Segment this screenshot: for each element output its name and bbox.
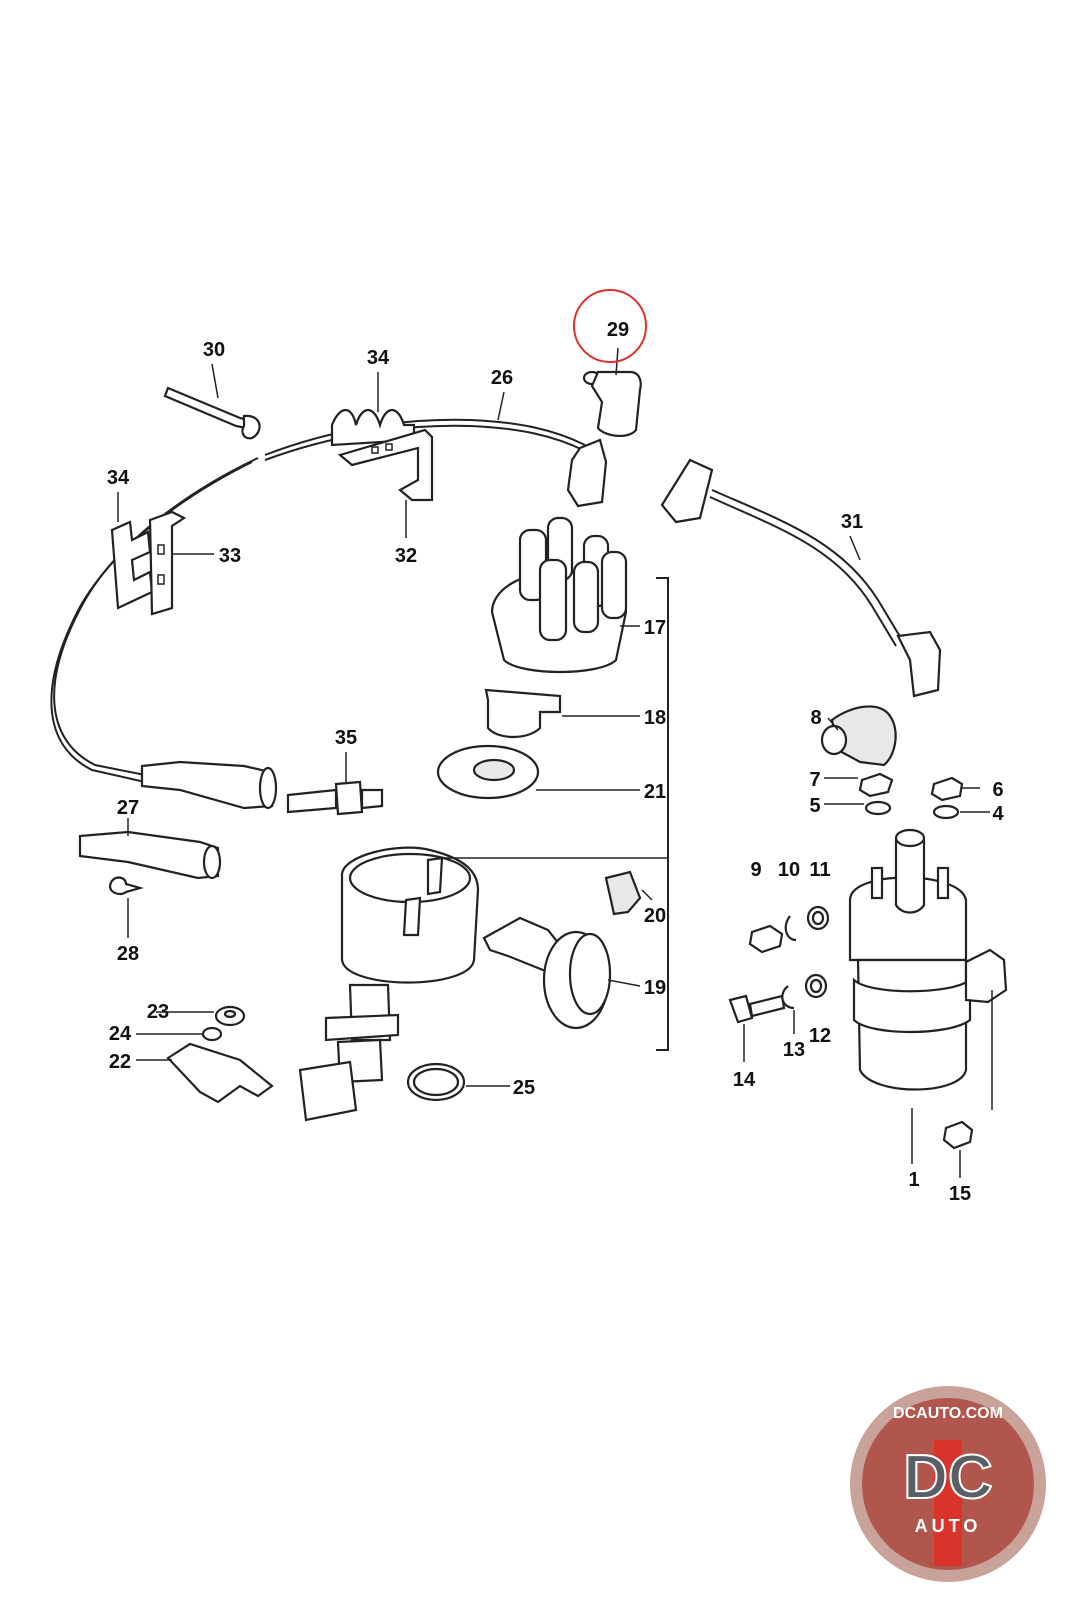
part-label-9: 9 — [750, 859, 761, 881]
dcauto-logo: DCAUTO.COM DC AUTO — [850, 1386, 1046, 1582]
part-label-14: 14 — [733, 1069, 756, 1091]
part-label-30: 30 — [203, 339, 225, 361]
group-bracket — [438, 577, 669, 1051]
part-label-4: 4 — [992, 803, 1004, 825]
part-label-13: 13 — [783, 1039, 805, 1061]
part-label-15: 15 — [949, 1183, 971, 1205]
part-label-17: 17 — [644, 617, 666, 639]
highlight-circle — [573, 289, 647, 363]
distributor-body — [298, 846, 480, 1122]
cable-tie — [163, 386, 261, 440]
part-label-31: 31 — [841, 511, 863, 533]
rotor-arm — [484, 688, 562, 739]
part-label-26: 26 — [491, 367, 513, 389]
part-label-18: 18 — [644, 707, 666, 729]
small-hardware — [858, 772, 964, 820]
part-label-34b: 34 — [107, 467, 130, 489]
part-label-32: 32 — [395, 545, 417, 567]
bracket-33 — [148, 510, 187, 616]
part-label-28: 28 — [117, 943, 139, 965]
coil-lead-31 — [660, 458, 942, 698]
lead-clip-top — [330, 408, 416, 447]
part-label-23: 23 — [147, 1001, 169, 1023]
part-label-10: 10 — [778, 859, 800, 881]
logo-sub-text: AUTO — [915, 1516, 982, 1536]
vacuum-filter — [604, 870, 642, 916]
spark-plug — [286, 780, 384, 816]
part-label-19: 19 — [644, 977, 666, 999]
part-label-5: 5 — [809, 795, 820, 817]
plug-connector-27 — [78, 830, 222, 880]
distributor-cap — [490, 516, 628, 674]
part-label-6: 6 — [992, 779, 1003, 801]
retaining-clip-28 — [108, 876, 145, 896]
logo-mark-text: DC — [903, 1443, 993, 1512]
o-ring — [406, 1062, 466, 1102]
coil-boot-8 — [820, 705, 897, 767]
part-label-24: 24 — [109, 1023, 132, 1045]
washers-nuts-left — [728, 905, 974, 1150]
lead-clip-left — [110, 520, 154, 610]
ignition-lead-routing — [50, 418, 586, 783]
hold-down-clamp — [166, 1005, 274, 1104]
plug-connector-lower-lead — [140, 760, 278, 810]
part-label-21: 21 — [644, 781, 666, 803]
logo-site-text: DCAUTO.COM — [893, 1405, 1003, 1422]
part-label-27: 27 — [117, 797, 139, 819]
spark-plug-connector-26 — [566, 438, 608, 508]
part-label-8: 8 — [810, 707, 821, 729]
ignition-coil — [848, 828, 1008, 1110]
part-label-35: 35 — [335, 727, 357, 749]
part-label-1: 1 — [908, 1169, 919, 1191]
part-label-25: 25 — [513, 1077, 535, 1099]
bracket-32 — [337, 428, 434, 502]
part-label-20: 20 — [644, 905, 666, 927]
leader-lines — [117, 347, 990, 1178]
part-label-12: 12 — [809, 1025, 831, 1047]
part-label-33: 33 — [219, 545, 241, 567]
part-label-11: 11 — [809, 859, 830, 881]
part-label-22: 22 — [109, 1051, 131, 1073]
vacuum-advance-unit — [482, 916, 612, 1030]
part-label-7: 7 — [809, 769, 820, 791]
part-label-34a: 34 — [367, 347, 390, 369]
connector-29 — [582, 370, 642, 437]
part-label-29: 29 — [607, 319, 629, 341]
dust-shield — [436, 744, 540, 800]
part-labels: 30 34 26 29 34 33 32 31 17 18 8 35 7 6 2… — [107, 319, 1005, 1205]
